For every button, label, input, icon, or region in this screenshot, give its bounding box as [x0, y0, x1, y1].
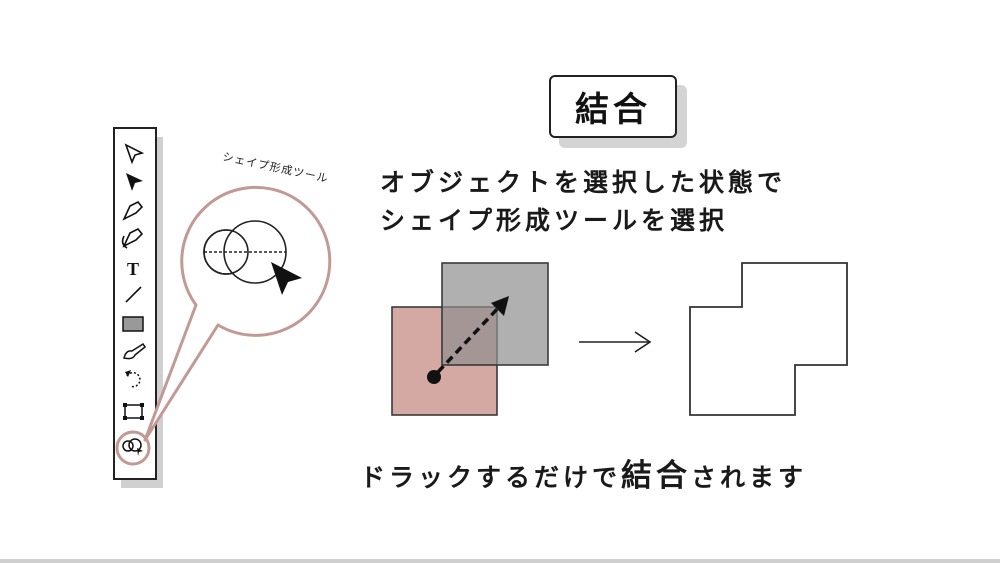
drag-path: [436, 304, 502, 374]
rectangle-tool-icon[interactable]: [122, 316, 144, 332]
callout-bubble: [115, 185, 332, 466]
bubble-label: シェイプ形成ツール: [221, 150, 329, 185]
toolbar: [113, 127, 157, 480]
instruction-line-2: シェイプ形成ツールを選択: [380, 206, 729, 235]
pen-tool-icon[interactable]: [122, 200, 144, 221]
type-tool-icon[interactable]: T: [127, 259, 139, 279]
shape-builder-tool-icon[interactable]: [122, 438, 143, 456]
merged-shape: [689, 262, 848, 416]
direct-selection-tool-icon[interactable]: [126, 173, 143, 191]
before-diagram: [391, 262, 549, 416]
instruction-line-1: オブジェクトを選択した状態で: [380, 168, 787, 197]
caption-before: ドラックするだけで: [360, 463, 622, 492]
bottom-caption: ドラックするだけで結合されます: [360, 450, 807, 495]
svg-text:T: T: [127, 259, 139, 279]
right-arrow-icon: [579, 331, 652, 353]
caption-emphasis: 結合: [621, 458, 692, 494]
footer-divider: [0, 559, 1000, 563]
free-transform-tool-icon[interactable]: [123, 403, 144, 420]
selection-tool-icon[interactable]: [124, 143, 145, 165]
drag-start-dot: [427, 370, 441, 384]
line-tool-icon[interactable]: [125, 286, 142, 303]
rotate-tool-icon[interactable]: [125, 370, 141, 388]
paintbrush-tool-icon[interactable]: [123, 342, 147, 360]
page-title: 結合: [549, 75, 677, 138]
caption-after: されます: [691, 463, 808, 492]
drag-arrowhead-icon: [491, 296, 509, 316]
cursor-icon: [271, 262, 302, 295]
curvature-tool-icon[interactable]: [121, 227, 144, 249]
